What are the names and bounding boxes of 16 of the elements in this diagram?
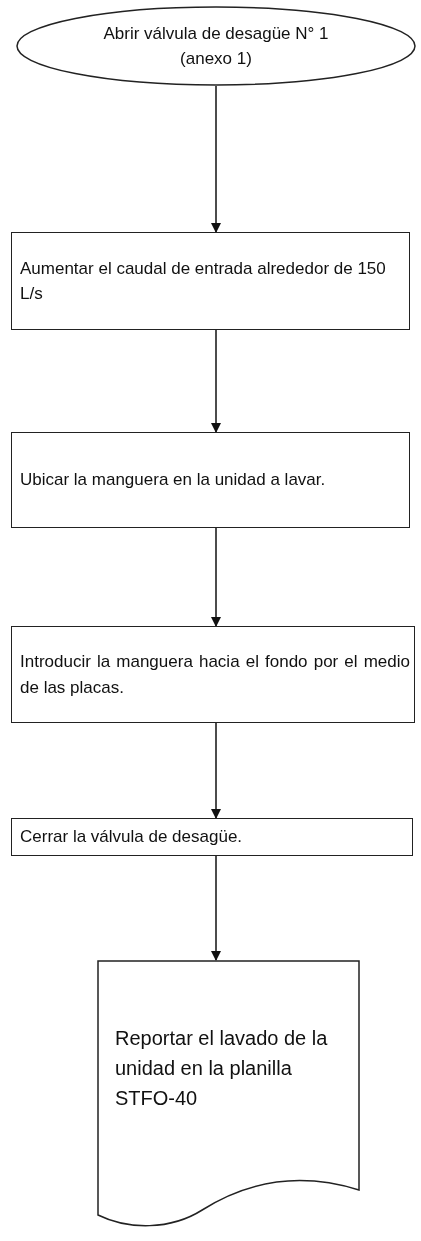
- process-box: [11, 232, 410, 330]
- start-ellipse: [16, 6, 416, 86]
- node-text: Cerrar la válvula de desagüe.: [20, 826, 244, 849]
- process-box: [11, 818, 413, 856]
- node-text: Abrir válvula de desagüe N° 1 (anexo 1): [102, 22, 330, 70]
- arrow: [211, 329, 221, 433]
- arrow: [211, 722, 221, 819]
- arrow: [211, 85, 221, 233]
- node-text: Reportar el lavado de la unidad en la planilla STFO-40: [115, 1025, 329, 1111]
- node-text: Aumentar el caudal de entrada alrededor de 150 L/s: [20, 257, 387, 305]
- node-text: Ubicar la manguera en la unidad a lavar.: [20, 469, 327, 492]
- process-box: [11, 432, 410, 528]
- node-text: Introducir la manguera hacia el fondo por el medio de las placas.: [20, 651, 410, 699]
- arrow: [211, 527, 221, 627]
- process-box: [11, 626, 415, 723]
- arrow: [211, 855, 221, 961]
